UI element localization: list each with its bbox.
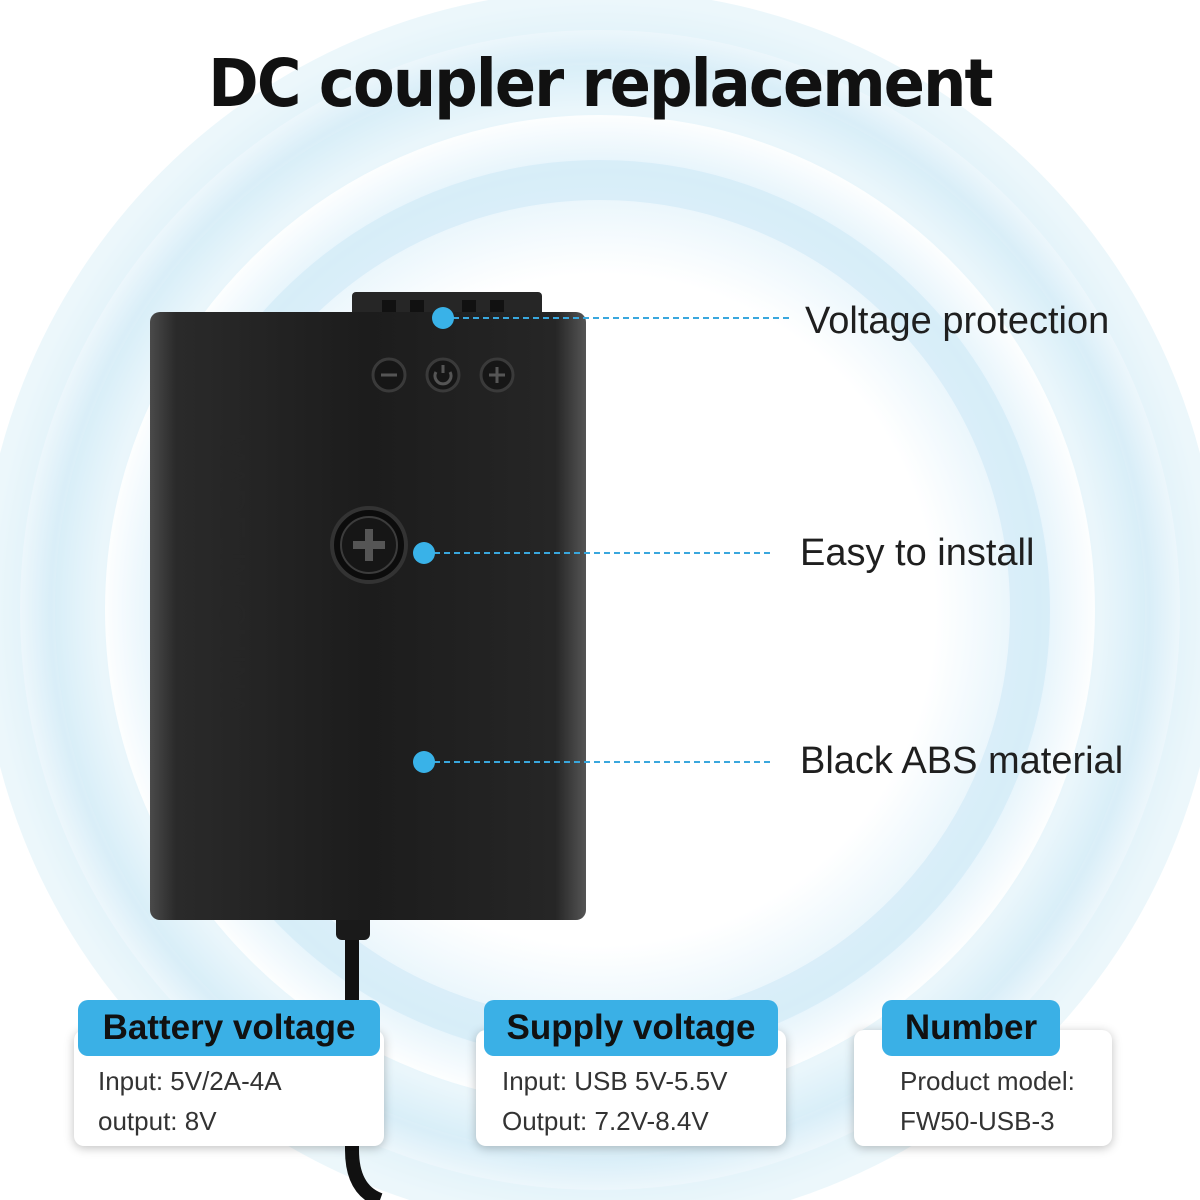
- device-body: [150, 312, 586, 920]
- temperature-terminal-icon: [425, 357, 461, 393]
- plus-terminal-icon: [479, 357, 515, 393]
- callout-dot-material: [413, 751, 435, 773]
- callout-black-abs: Black ABS material: [800, 740, 1124, 782]
- card-line: Input: USB 5V-5.5V: [502, 1066, 728, 1096]
- card-battery-voltage: Battery voltage Input: 5V/2A-4A output: …: [74, 1000, 384, 1146]
- card-heading: Supply voltage: [484, 1000, 778, 1056]
- card-heading: Number: [882, 1000, 1060, 1056]
- cable: [345, 918, 383, 1200]
- callout-easy-to-install: Easy to install: [800, 532, 1035, 574]
- card-line: output: 8V: [98, 1106, 217, 1136]
- callout-dot-voltage: [432, 307, 454, 329]
- card-line: FW50-USB-3: [900, 1106, 1055, 1136]
- page-title: DC coupler replacement: [208, 45, 993, 122]
- callout-dot-install: [413, 542, 435, 564]
- card-line: Product model:: [900, 1066, 1075, 1096]
- card-number: Number Product model: FW50-USB-3: [854, 1000, 1112, 1146]
- card-heading: Battery voltage: [78, 1000, 380, 1056]
- screw-icon: [330, 506, 408, 584]
- card-supply-voltage: Supply voltage Input: USB 5V-5.5V Output…: [476, 1000, 786, 1146]
- card-line: Output: 7.2V-8.4V: [502, 1106, 709, 1136]
- minus-terminal-icon: [371, 357, 407, 393]
- card-line: Input: 5V/2A-4A: [98, 1066, 282, 1096]
- callout-voltage-protection: Voltage protection: [805, 300, 1110, 342]
- made-in-imprint: MADE IN CHINA: [212, 432, 253, 718]
